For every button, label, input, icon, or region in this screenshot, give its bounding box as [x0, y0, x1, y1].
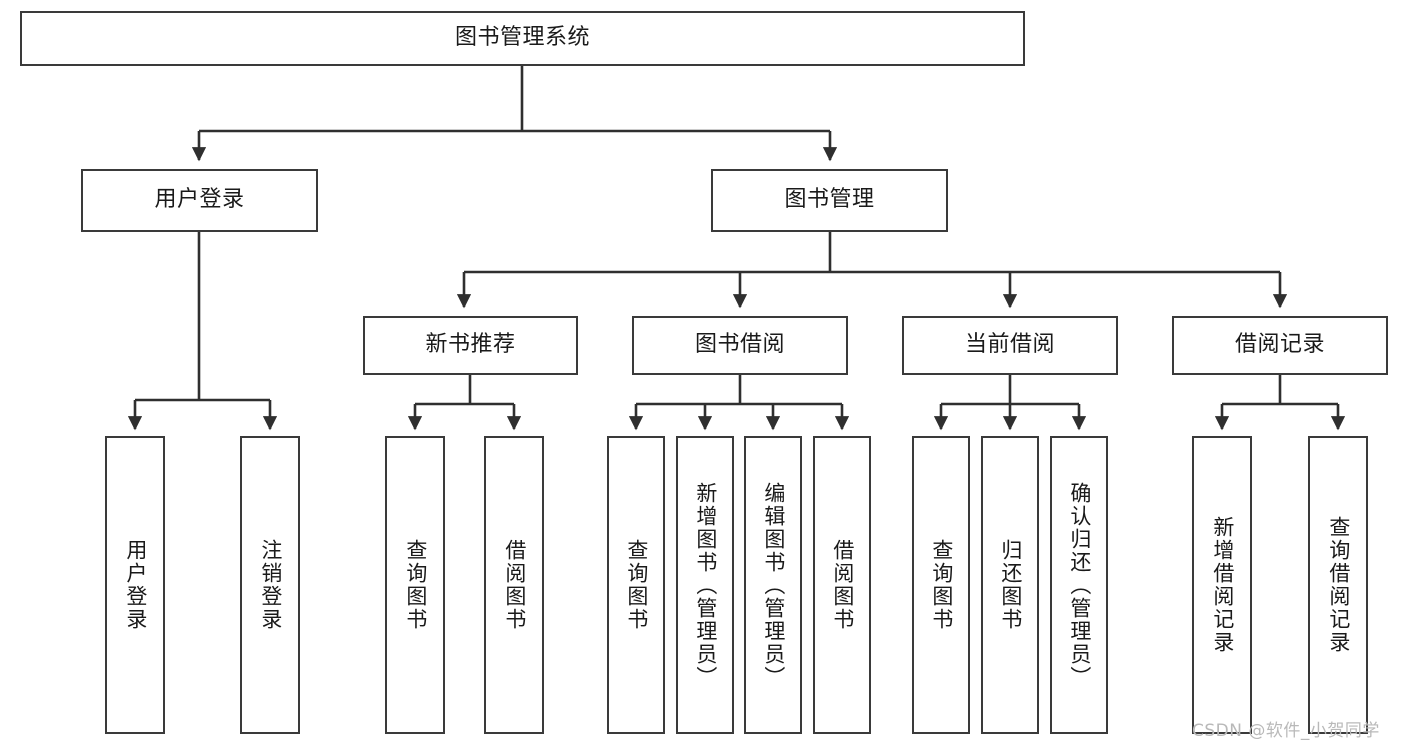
node-label: 查询图书 — [624, 539, 649, 631]
leaf-borrow-record-add[interactable]: 新增借阅记录 — [1192, 436, 1252, 734]
leaf-current-borrow-return[interactable]: 归还图书 — [981, 436, 1039, 734]
leaf-user-login-logout[interactable]: 注销登录 — [240, 436, 300, 734]
node-label: 新书推荐 — [425, 332, 516, 358]
node-label: 新增借阅记录 — [1210, 516, 1235, 654]
leaf-user-login-login[interactable]: 用户登录 — [105, 436, 165, 734]
leaf-new-book-query[interactable]: 查询图书 — [385, 436, 445, 734]
node-label: 借阅记录 — [1234, 332, 1325, 358]
node-borrow-record[interactable]: 借阅记录 — [1172, 316, 1388, 375]
node-label: 新增图书（管理员） — [693, 481, 718, 689]
node-current-borrow[interactable]: 当前借阅 — [902, 316, 1118, 375]
node-new-book-recommend[interactable]: 新书推荐 — [363, 316, 578, 375]
node-label: 查询图书 — [403, 539, 428, 631]
node-label: 查询图书 — [929, 539, 954, 631]
node-root-system[interactable]: 图书管理系统 — [20, 11, 1025, 66]
leaf-borrow-record-query[interactable]: 查询借阅记录 — [1308, 436, 1368, 734]
node-label: 用户登录 — [123, 539, 148, 631]
leaf-new-book-borrow[interactable]: 借阅图书 — [484, 436, 544, 734]
leaf-book-borrow-add[interactable]: 新增图书（管理员） — [676, 436, 734, 734]
leaf-current-borrow-query[interactable]: 查询图书 — [912, 436, 970, 734]
node-label: 借阅图书 — [830, 539, 855, 631]
node-label: 图书借阅 — [694, 332, 785, 358]
node-label: 用户登录 — [154, 187, 245, 213]
node-label: 借阅图书 — [502, 539, 527, 631]
leaf-book-borrow-edit[interactable]: 编辑图书（管理员） — [744, 436, 802, 734]
node-label: 注销登录 — [258, 539, 283, 631]
node-label: 归还图书 — [998, 539, 1023, 631]
leaf-book-borrow-query[interactable]: 查询图书 — [607, 436, 665, 734]
node-label: 图书管理 — [784, 187, 875, 213]
node-user-login[interactable]: 用户登录 — [81, 169, 318, 232]
node-label: 确认归还（管理员） — [1067, 481, 1092, 689]
node-label: 编辑图书（管理员） — [761, 481, 786, 689]
node-label: 当前借阅 — [964, 332, 1055, 358]
leaf-current-borrow-confirm-return[interactable]: 确认归还（管理员） — [1050, 436, 1108, 734]
node-book-management[interactable]: 图书管理 — [711, 169, 948, 232]
csdn-watermark: CSDN @软件_小贺同学 — [1192, 721, 1380, 741]
leaf-book-borrow-borrow[interactable]: 借阅图书 — [813, 436, 871, 734]
node-book-borrow[interactable]: 图书借阅 — [632, 316, 848, 375]
node-label: 图书管理系统 — [454, 25, 590, 51]
node-label: 查询借阅记录 — [1326, 516, 1351, 654]
